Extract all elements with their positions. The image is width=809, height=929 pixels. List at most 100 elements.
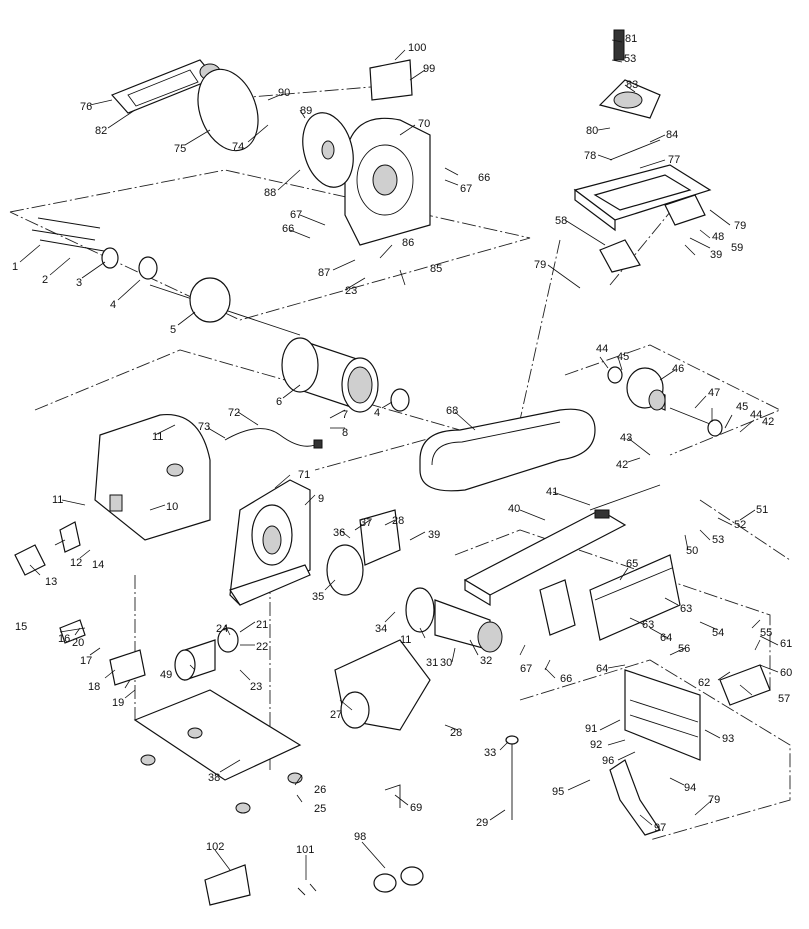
backstop-plate [624, 669, 701, 761]
label-63b: 63 [642, 619, 654, 631]
label-28: 28 [392, 515, 404, 527]
label-56: 56 [678, 643, 690, 655]
label-89: 89 [300, 105, 312, 117]
label-94: 94 [684, 782, 696, 794]
label-22: 22 [256, 641, 268, 653]
filter-disc [197, 68, 259, 152]
label-65: 65 [626, 558, 638, 570]
label-36: 36 [333, 527, 345, 539]
label-39b: 39 [710, 249, 722, 261]
label-83: 83 [626, 79, 638, 91]
drive-pulley-disc [302, 112, 354, 188]
label-101: 101 [296, 844, 314, 856]
label-42b: 42 [762, 416, 774, 428]
label-39: 39 [428, 529, 440, 541]
label-90: 90 [278, 87, 290, 99]
label-66: 66 [478, 172, 490, 184]
label-25: 25 [314, 803, 326, 815]
pulley-guard-cover [344, 59, 431, 246]
label-97: 97 [654, 822, 666, 834]
label-21: 21 [256, 619, 268, 631]
label-11b: 11 [52, 494, 63, 506]
label-93: 93 [722, 733, 734, 745]
label-87: 87 [318, 267, 330, 279]
label-30: 30 [440, 657, 452, 669]
label-82: 82 [95, 125, 107, 137]
label-88: 88 [264, 187, 276, 199]
label-17: 17 [80, 655, 92, 667]
label-95: 95 [552, 786, 564, 798]
label-70: 70 [418, 118, 430, 130]
label-66c: 66 [560, 673, 572, 685]
label-24: 24 [216, 623, 228, 635]
label-99: 99 [423, 63, 435, 75]
label-11c: 11 [400, 634, 411, 646]
dust-fittings [373, 866, 424, 893]
label-51: 51 [756, 504, 768, 516]
label-12: 12 [70, 557, 82, 569]
pad-plate [204, 864, 251, 906]
label-57: 57 [778, 693, 790, 705]
label-79: 79 [734, 220, 746, 232]
base-plate [133, 689, 303, 814]
label-2: 2 [42, 274, 48, 286]
motor-pulley [174, 627, 239, 681]
fan-assembly [326, 509, 503, 653]
label-43: 43 [620, 432, 632, 444]
label-67c: 67 [520, 663, 532, 675]
label-86: 86 [402, 237, 414, 249]
label-92: 92 [590, 739, 602, 751]
label-29: 29 [476, 817, 488, 829]
label-49: 49 [160, 669, 172, 681]
label-16: 16 [58, 633, 70, 645]
label-41: 41 [546, 486, 558, 498]
label-77: 77 [668, 154, 680, 166]
label-61: 61 [780, 638, 792, 650]
label-37: 37 [360, 517, 372, 529]
label-42: 42 [616, 459, 628, 471]
label-73: 73 [198, 421, 210, 433]
screws-101 [297, 883, 317, 896]
label-85: 85 [430, 263, 442, 275]
label-27: 27 [330, 709, 342, 721]
label-98: 98 [354, 831, 366, 843]
label-8: 8 [342, 427, 348, 439]
label-35: 35 [312, 591, 324, 603]
label-67: 67 [460, 183, 472, 195]
label-100: 100 [408, 42, 426, 54]
label-50: 50 [686, 545, 698, 557]
label-18: 18 [88, 681, 100, 693]
label-13: 13 [45, 576, 57, 588]
label-4b: 4 [374, 407, 380, 419]
label-81: 81 [625, 33, 637, 45]
long-bolt [505, 735, 519, 820]
label-64: 64 [660, 632, 672, 644]
label-38: 38 [208, 772, 220, 784]
label-33: 33 [484, 747, 496, 759]
label-1: 1 [12, 261, 18, 273]
hex-key [384, 784, 401, 808]
lever-57 [719, 664, 771, 706]
label-60: 60 [780, 667, 792, 679]
label-5: 5 [170, 324, 176, 336]
capacitor-box [59, 619, 146, 686]
label-74: 74 [232, 141, 244, 153]
label-52: 52 [734, 519, 746, 531]
tension-rod [589, 484, 661, 519]
label-54: 54 [712, 627, 724, 639]
label-23: 23 [250, 681, 262, 693]
label-4: 4 [110, 299, 116, 311]
label-62: 62 [698, 677, 710, 689]
label-91: 91 [585, 723, 597, 735]
table-brackets [599, 194, 706, 273]
label-84: 84 [666, 129, 678, 141]
label-10: 10 [166, 501, 178, 513]
label-55: 55 [760, 627, 772, 639]
part-labels: 1 2 3 4 5 6 7 8 4 9 10 11 11 11 12 13 14… [12, 33, 792, 856]
label-19: 19 [112, 697, 124, 709]
dust-hood [334, 639, 431, 731]
label-66b: 66 [282, 223, 294, 235]
label-79b: 79 [534, 259, 546, 271]
label-72: 72 [228, 407, 240, 419]
